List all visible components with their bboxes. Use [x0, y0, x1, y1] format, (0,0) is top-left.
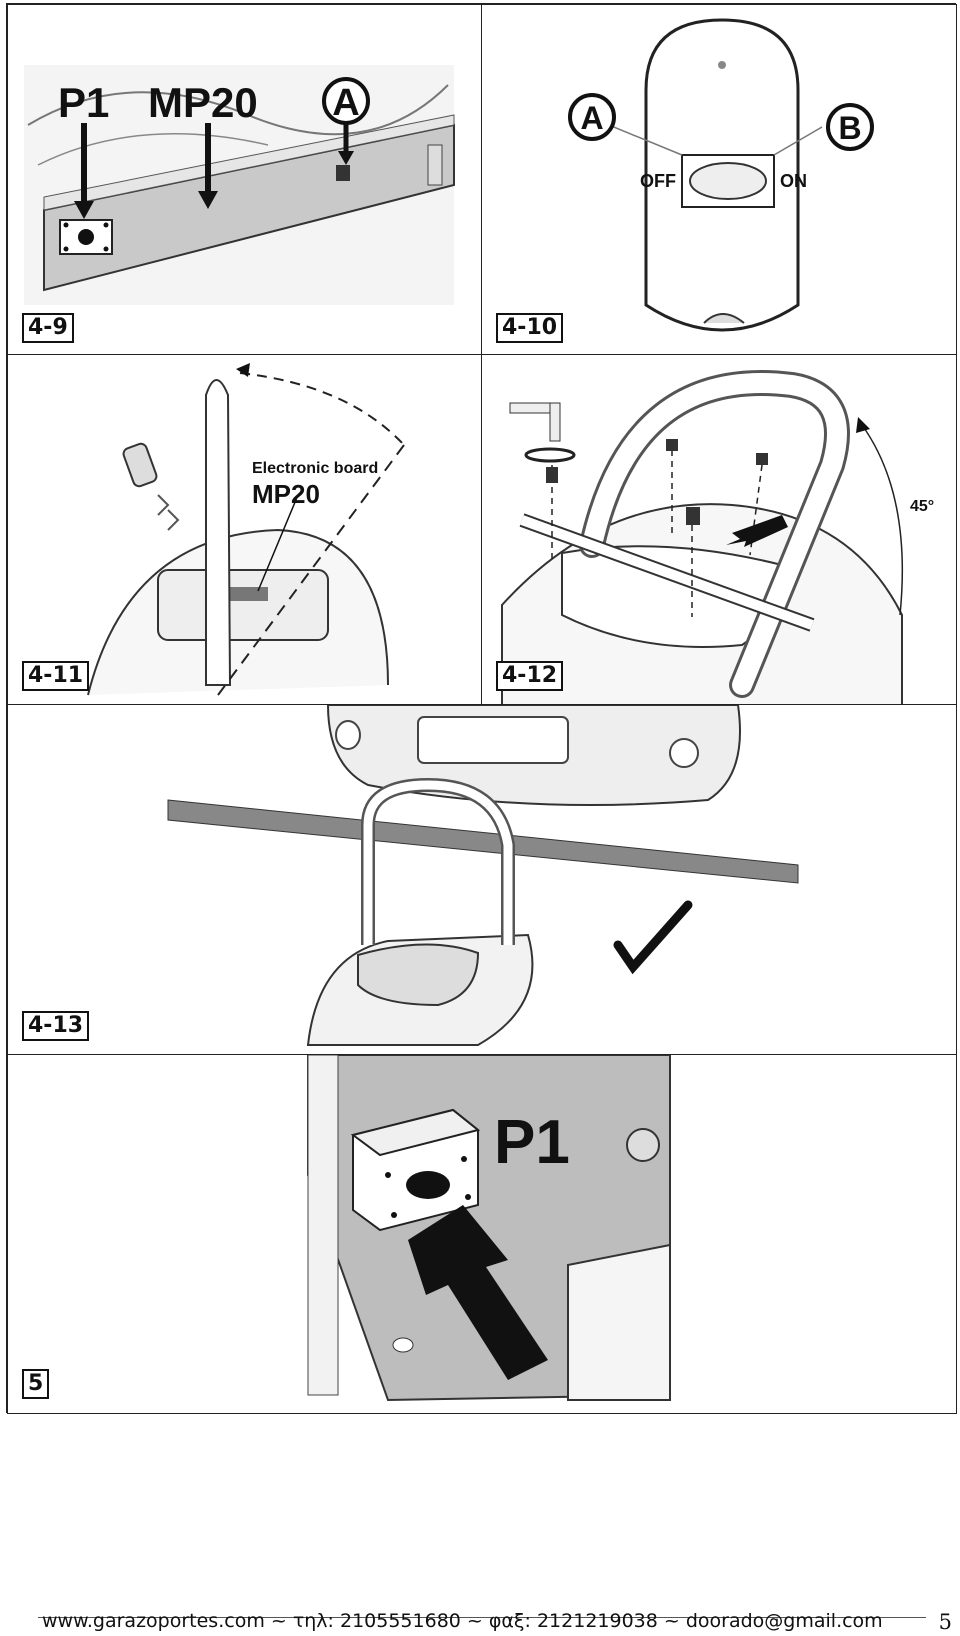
panel-label-5: 5	[22, 1369, 50, 1399]
callout-labels-4-10: A B OFF ON	[580, 100, 861, 191]
callout-p1: P1	[494, 1108, 570, 1177]
callout-labels-4-9: P1 MP20 A	[58, 79, 360, 126]
illustration-p1-button-press	[307, 1055, 671, 1402]
panel-4-11: Electronic board MP20 4-11	[7, 354, 483, 706]
panel-label-4-12: 4-12	[496, 661, 564, 691]
panel-label-4-9: 4-9	[22, 313, 74, 343]
panel-4-13: 4-13	[7, 704, 957, 1056]
callout-mp20: MP20	[252, 479, 320, 509]
illustration-barrier-under-car	[167, 705, 799, 1046]
panel-4-10: A B OFF ON 4-10	[481, 4, 957, 356]
callout-p1: P1	[58, 79, 109, 126]
panel-label-4-11: 4-11	[22, 661, 90, 691]
panel-4-9: P1 MP20 A 4-9	[7, 4, 483, 356]
callout-labels-4-11: Electronic board MP20	[252, 460, 378, 509]
callout-mp20: MP20	[148, 79, 258, 126]
label-on: ON	[780, 171, 807, 191]
illustration-barrier-arm-raised	[87, 363, 405, 696]
illustration-remote-switch	[568, 18, 874, 332]
panel-label-4-10: 4-10	[496, 313, 564, 343]
footer-divider	[38, 1617, 926, 1618]
callout-b: B	[838, 110, 861, 146]
figure-grid: P1 MP20 A 4-9 A B OFF ON 4-10	[6, 3, 957, 1414]
callout-labels-5: P1	[494, 1108, 570, 1177]
illustration-control-box-open	[24, 65, 455, 305]
panel-5: P1 5	[7, 1054, 957, 1414]
panel-label-4-13: 4-13	[22, 1011, 90, 1041]
callout-a: A	[580, 100, 603, 136]
illustration-screw-fixing	[501, 370, 904, 705]
label-off: OFF	[640, 171, 676, 191]
callout-a: A	[332, 82, 359, 124]
page-number: 5	[938, 1610, 952, 1634]
callout-electronic-board: Electronic board	[252, 460, 378, 477]
callout-angle: 45°	[910, 498, 934, 515]
callout-labels-4-12: 45°	[910, 498, 934, 515]
panel-4-12: 45° 4-12	[481, 354, 957, 706]
footer-contact: www.garazoportes.com ~ τηλ: 2105551680 ~…	[42, 1610, 883, 1632]
